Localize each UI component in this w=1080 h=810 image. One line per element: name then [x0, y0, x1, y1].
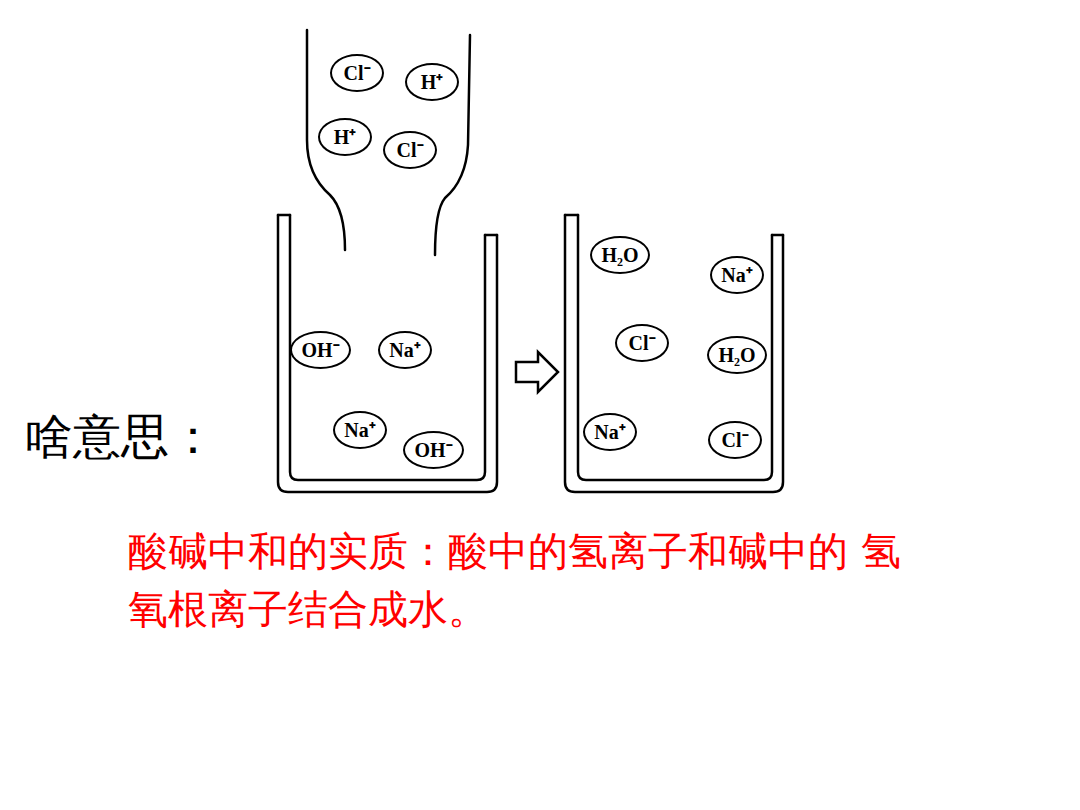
beaker-rim: [278, 214, 290, 217]
beaker-outer: [565, 215, 783, 492]
ion-ellipse: H₂O: [707, 336, 767, 374]
ion-ellipse: H₂O: [590, 236, 650, 274]
ion-formula: H₂O: [601, 245, 638, 265]
question-text: 啥意思：: [25, 408, 265, 466]
ion-formula: Cl⁻: [344, 63, 371, 83]
ion-ellipse: H⁺: [318, 118, 372, 156]
ion-ellipse: Cl⁻: [615, 324, 669, 362]
ion-ellipse: Na⁺: [583, 413, 637, 451]
reaction-arrow: [516, 352, 558, 392]
beaker-rim: [772, 234, 783, 237]
ion-ellipse: Na⁺: [333, 411, 387, 449]
ion-ellipse: Cl⁻: [708, 421, 762, 459]
ion-formula: OH⁻: [414, 440, 452, 460]
beaker-rim: [485, 234, 497, 237]
beaker-rim: [565, 214, 578, 217]
explanation-text: 酸碱中和的实质：酸中的氢离子和碱中的 氢氧根离子结合成水。: [128, 522, 928, 638]
beaker-inner: [290, 215, 485, 480]
ion-formula: Na⁺: [594, 422, 625, 442]
beaker-outer: [278, 215, 497, 492]
beaker-inner: [578, 215, 772, 480]
ion-formula: Cl⁻: [722, 430, 749, 450]
ion-ellipse: Na⁺: [710, 256, 764, 294]
ion-ellipse: OH⁻: [290, 331, 351, 369]
ion-ellipse: Cl⁻: [383, 131, 437, 169]
ion-formula: Na⁺: [389, 340, 420, 360]
ion-formula: OH⁻: [301, 340, 339, 360]
ion-formula: H₂O: [718, 345, 755, 365]
ion-ellipse: Cl⁻: [330, 54, 384, 92]
ion-ellipse: Na⁺: [378, 331, 432, 369]
ion-formula: Cl⁻: [397, 140, 424, 160]
ion-formula: H⁺: [421, 72, 444, 92]
ion-formula: Na⁺: [344, 420, 375, 440]
ion-formula: H⁺: [334, 127, 357, 147]
ion-ellipse: OH⁻: [403, 431, 464, 469]
ion-ellipse: H⁺: [405, 63, 459, 101]
ion-formula: Cl⁻: [629, 333, 656, 353]
ion-formula: Na⁺: [721, 265, 752, 285]
